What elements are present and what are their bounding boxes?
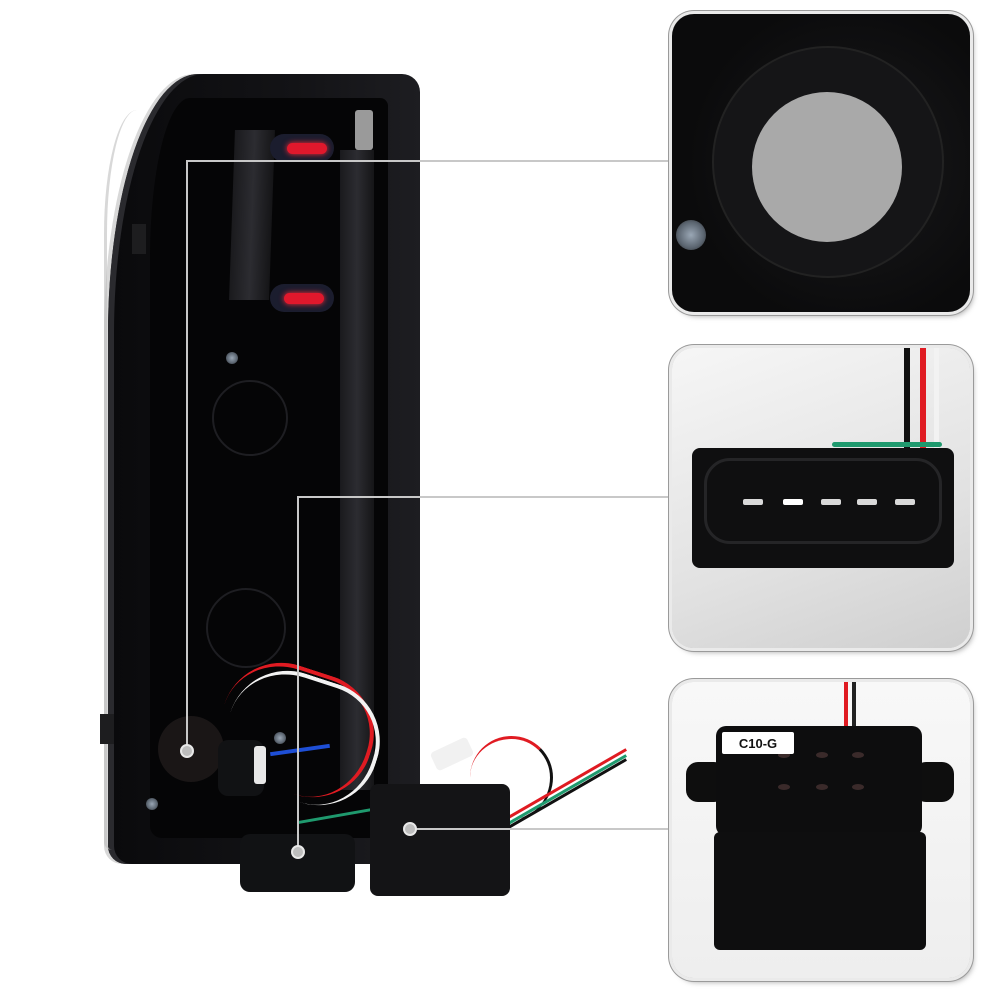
bulb-hole: [752, 92, 902, 242]
screw-icon: [676, 220, 706, 250]
vent-hole: [816, 752, 828, 758]
callout-line-2-horizontal: [297, 496, 672, 498]
module-label: C10-G: [722, 732, 794, 754]
mount-tab: [100, 714, 114, 744]
mount-tab: [132, 224, 146, 254]
red-black-wire: [470, 736, 553, 819]
red-wire: [920, 348, 926, 458]
callout-dot-3: [403, 822, 417, 836]
callout-line-3-horizontal: [410, 828, 672, 830]
detail-panel-control-module: C10-G: [672, 682, 970, 978]
control-module: [370, 784, 510, 896]
detail-panel-wiring-plug: [672, 348, 970, 648]
screw-icon: [274, 732, 286, 744]
vent-hole: [778, 752, 790, 758]
pin: [857, 499, 877, 505]
pin: [743, 499, 763, 505]
vent-hole: [778, 784, 790, 790]
callout-dot-1: [180, 744, 194, 758]
pin: [821, 499, 841, 505]
plug-face: [692, 448, 954, 568]
screw-icon: [226, 352, 238, 364]
pin: [783, 499, 803, 505]
red-led-icon: [287, 143, 327, 154]
white-wire: [934, 348, 939, 458]
red-led-icon: [284, 293, 324, 304]
callout-line-2-vertical: [297, 496, 299, 852]
vent-hole: [816, 784, 828, 790]
black-wire: [852, 682, 856, 730]
green-wire: [832, 442, 942, 447]
inner-rib: [229, 130, 275, 300]
black-wire: [904, 348, 910, 458]
lens-edge: [104, 110, 137, 850]
callout-dot-2: [291, 845, 305, 859]
red-wire: [844, 682, 848, 730]
plug-slot: [704, 458, 942, 544]
inline-connector: [429, 736, 475, 772]
pin: [895, 499, 915, 505]
clip: [355, 110, 373, 150]
vent-hole: [852, 784, 864, 790]
callout-line-1-horizontal: [186, 160, 672, 162]
socket-ring: [206, 588, 286, 668]
screw-icon: [146, 798, 158, 810]
module-body: [714, 832, 926, 950]
socket-ring: [212, 380, 288, 456]
vent-hole: [852, 752, 864, 758]
detail-panel-bulb-socket: [672, 14, 970, 312]
callout-line-1-vertical: [186, 160, 188, 750]
socket-tab: [254, 746, 266, 784]
side-rib: [340, 150, 374, 790]
